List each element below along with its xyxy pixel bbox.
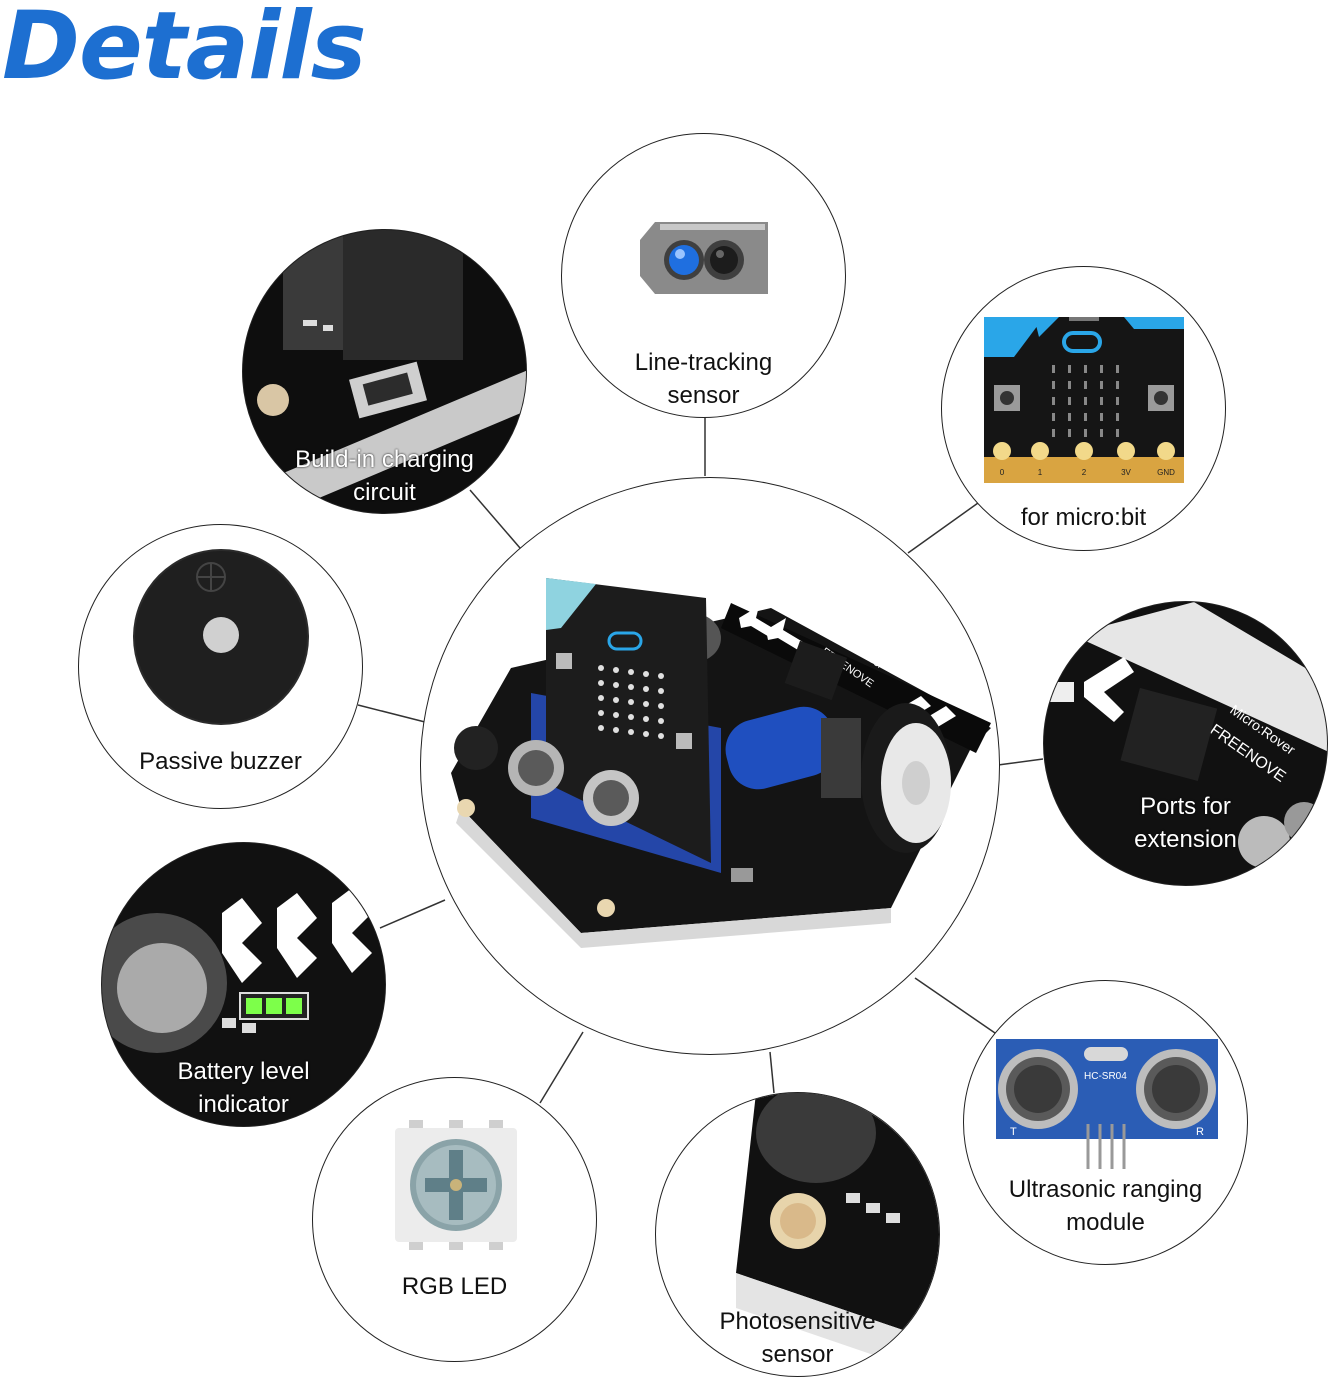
connector-microbit: [907, 502, 979, 554]
line-tracking-label-1: Line-tracking: [634, 349, 773, 376]
line-tracking-label-2: sensor: [667, 382, 740, 409]
buzzer-icon: [133, 549, 309, 725]
microbit-pin-1: 1: [1038, 468, 1043, 477]
callout-ultrasonic: HC-SR04 T R Ultrasonic ranging module: [963, 980, 1248, 1265]
extension-ports-photo: FREENOVE Micro:Rover: [1044, 602, 1327, 868]
callout-buzzer: Passive buzzer: [78, 524, 363, 809]
microbit-led-matrix: [598, 665, 664, 739]
microbit-pin-2: 2: [1082, 468, 1087, 477]
rgb-led-icon: [395, 1120, 517, 1250]
microbit-board-icon: 0 1 2 3V GND: [984, 317, 1184, 483]
ultrasonic-part-text: HC-SR04: [1084, 1071, 1127, 1082]
callout-rgb: RGB LED: [312, 1077, 597, 1362]
microbit-label: for micro:bit: [1020, 504, 1147, 531]
robot-circle: FREENOVE Micro:Rover: [420, 477, 1000, 1055]
callout-microbit: 0 1 2 3V GND for micro:bit: [941, 266, 1226, 551]
charging-port-photo: [243, 230, 526, 513]
callout-ports: FREENOVE Micro:Rover Ports for extension: [1043, 601, 1328, 886]
ultrasonic-r-text: R: [1196, 1126, 1204, 1138]
microbit-pin-3v: 3V: [1121, 468, 1131, 477]
callout-photo: Photosensitive sensor: [655, 1092, 940, 1377]
connector-battery: [379, 899, 446, 929]
connector-ports: [997, 758, 1044, 766]
connector-charging: [469, 489, 521, 549]
connector-photo: [769, 1051, 775, 1094]
battery-indicator-photo: [102, 888, 372, 1053]
battery-label-1: Battery level: [177, 1058, 310, 1085]
rgb-label: RGB LED: [401, 1273, 508, 1300]
ultrasonic-module-icon: HC-SR04 T R: [996, 1039, 1218, 1169]
ultrasonic-t-text: T: [1010, 1126, 1017, 1138]
connector-rgb: [539, 1031, 584, 1104]
ultrasonic-label-1: Ultrasonic ranging: [1008, 1176, 1203, 1203]
line-tracking-sensor-icon: [640, 222, 768, 294]
connector-ultrasonic: [914, 977, 996, 1034]
callout-battery: Battery level indicator: [101, 842, 386, 1127]
buzzer-label: Passive buzzer: [139, 748, 302, 775]
robot-illustration: FREENOVE Micro:Rover: [451, 578, 991, 948]
charging-label-2: circuit: [353, 479, 416, 506]
page-title: Details: [2, 0, 367, 101]
photo-label-1: Photosensitive: [719, 1308, 876, 1335]
callout-charging: Build-in charging circuit: [242, 229, 527, 514]
battery-label-2: indicator: [198, 1091, 289, 1118]
ultrasonic-label-2: module: [1066, 1209, 1145, 1236]
connector-buzzer: [357, 704, 426, 723]
photosensitive-sensor-photo: [736, 1093, 939, 1376]
microbit-pin-gnd: GND: [1157, 468, 1175, 477]
ports-label-1: Ports for: [1140, 793, 1231, 820]
microbit-pin-0: 0: [1000, 468, 1005, 477]
charging-label-1: Build-in charging: [295, 446, 474, 473]
photo-label-2: sensor: [761, 1341, 834, 1368]
ports-label-2: extension: [1134, 826, 1237, 853]
callout-line-tracking: Line-tracking sensor: [561, 133, 846, 418]
